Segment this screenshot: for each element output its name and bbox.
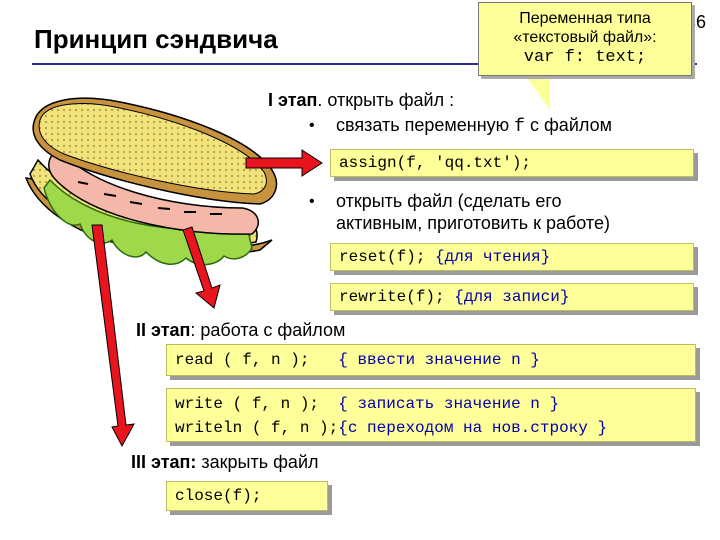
read-code-box: read ( f, n ); { ввести значение n } (166, 344, 696, 376)
read-code: read ( f, n ); (175, 351, 310, 369)
bullet1-var: f (514, 117, 525, 137)
bullet-dot: • (309, 193, 315, 210)
callout-line1: Переменная типа (519, 10, 651, 27)
arrow-to-close (91, 224, 135, 448)
callout-note: Переменная типа «текстовый файл»: var f:… (478, 2, 692, 76)
stage3-label-rest: закрыть файл (196, 452, 319, 472)
rewrite-code-box: rewrite(f); {для записи} (330, 283, 694, 311)
stage3-heading: III этап: закрыть файл (131, 452, 319, 473)
callout-code: var f: text; (523, 48, 647, 67)
writeln-comment: {с переходом на нов.строку } (338, 419, 608, 437)
bullet-dot: • (309, 117, 315, 134)
read-comment: { ввести значение n } (338, 351, 540, 369)
close-code-box: close(f); (166, 481, 328, 511)
bullet1-main: связать переменную (336, 115, 510, 135)
arrow-to-rewrite (182, 226, 221, 309)
callout-line2: «текстовый файл»: (513, 29, 657, 46)
title-underline (32, 63, 697, 65)
stage2-label-rest: : работа с файлом (190, 320, 346, 340)
reset-code-box: reset(f); {для чтения} (330, 243, 694, 271)
stage1-label-rest: . открыть файл : (317, 90, 455, 110)
rewrite-code: rewrite(f); (339, 288, 445, 306)
stage2-label: II этап (136, 320, 191, 340)
reset-comment: {для чтения} (435, 248, 551, 266)
bullet2-line1: открыть файл (сделать его (336, 191, 562, 211)
stage2-heading: II этап: работа с файлом (136, 320, 345, 341)
write-comment: { записать значение n } (338, 395, 560, 413)
write-code: write ( f, n ); (175, 395, 320, 413)
stage1-label: I этап (268, 90, 318, 110)
write-code-box: write ( f, n ); { записать значение n } … (166, 388, 696, 442)
writeln-code: writeln ( f, n ); (175, 419, 339, 437)
sandwich-illustration (24, 97, 278, 266)
bullet1-end: с файлом (530, 115, 612, 135)
bullet2-line2: активным, приготовить к работе) (336, 213, 610, 233)
bullet1-text: связать переменную f с файлом (336, 115, 612, 137)
reset-code: reset(f); (339, 248, 426, 266)
assign-code-box: assign(f, 'qq.txt'); (330, 149, 694, 177)
page-title: Принцип сэндвича (34, 24, 278, 54)
stage1-heading: I этап. открыть файл : (268, 90, 454, 111)
stage3-label: III этап: (131, 452, 197, 472)
arrow-to-assign (245, 149, 323, 177)
rewrite-comment: {для записи} (454, 288, 570, 306)
